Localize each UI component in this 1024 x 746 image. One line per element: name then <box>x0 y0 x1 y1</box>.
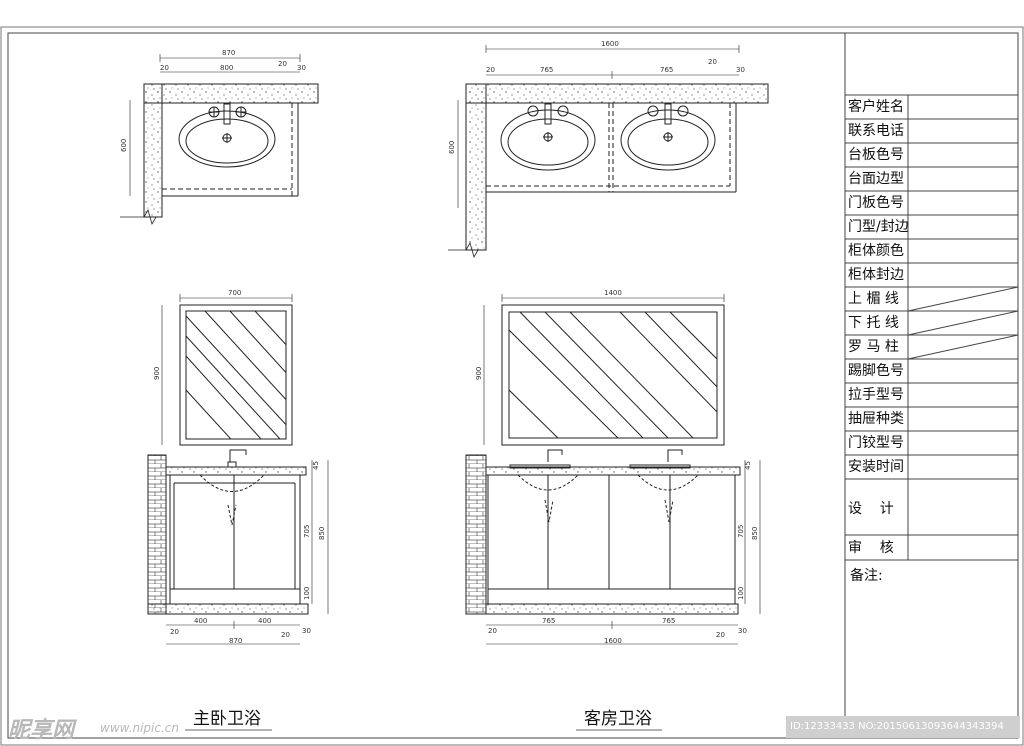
guest-elev-total: 850 <box>751 527 759 540</box>
master-elev-base: 100 <box>303 587 311 600</box>
master-elevation <box>147 449 329 645</box>
watermark-logo: 昵享网 <box>8 718 75 743</box>
master-elev-top: 45 <box>312 461 320 470</box>
master-elev-half-a: 400 <box>194 617 207 625</box>
master-elev-total-w: 870 <box>229 637 242 645</box>
row-countertop-color: 台板色号 <box>848 147 904 163</box>
master-plan-right-b: 30 <box>297 64 306 72</box>
master-mirror <box>161 294 293 446</box>
guest-elev-right-b: 30 <box>738 627 747 635</box>
master-elev-left: 20 <box>170 628 179 636</box>
row-door-type: 门型/封边 <box>848 219 909 235</box>
row-cabinet-color: 柜体颜色 <box>848 243 904 259</box>
guest-plan-inner-a: 765 <box>540 66 553 74</box>
notes-label: 备注: <box>850 568 883 584</box>
guest-plan-depth: 600 <box>448 141 456 154</box>
guest-elev-base: 100 <box>737 587 745 600</box>
guest-elevation <box>465 449 761 645</box>
row-roman-column: 罗 马 柱 <box>848 339 899 355</box>
dimension-labels: 870 800 20 20 30 600 1600 765 765 20 20 … <box>120 40 759 645</box>
master-elev-total: 850 <box>318 527 326 540</box>
master-plan-left: 20 <box>160 64 169 72</box>
guest-mirror-width: 1400 <box>604 289 622 297</box>
master-elev-right-a: 20 <box>281 631 290 639</box>
guest-elev-half-b: 765 <box>662 617 675 625</box>
master-mirror-height: 900 <box>153 367 161 380</box>
guest-elev-right-a: 20 <box>716 631 725 639</box>
row-customer-name: 客户姓名 <box>848 99 904 115</box>
guest-plan-right-a: 20 <box>708 58 717 66</box>
row-door-color: 门板色号 <box>848 195 904 211</box>
guest-elev-top: 45 <box>744 461 752 470</box>
master-plan-total: 870 <box>222 49 235 57</box>
master-plan-view <box>120 54 319 226</box>
row-top-molding: 上 楣 线 <box>848 291 899 307</box>
row-hinge-model: 门铰型号 <box>848 435 904 451</box>
row-bottom-molding: 下 托 线 <box>848 315 899 331</box>
master-plan-inner: 800 <box>220 64 233 72</box>
master-bath-title: 主卧卫浴 <box>193 709 261 729</box>
master-mirror-width: 700 <box>228 289 241 297</box>
row-edge-type: 台面边型 <box>848 171 904 187</box>
guest-plan-right-b: 30 <box>736 66 745 74</box>
master-elev-half-b: 400 <box>258 617 271 625</box>
row-handle-model: 拉手型号 <box>848 387 904 403</box>
row-kickboard-color: 踢脚色号 <box>848 363 904 379</box>
guest-plan-inner-b: 765 <box>660 66 673 74</box>
guest-plan-left: 20 <box>486 66 495 74</box>
master-plan-depth: 600 <box>120 139 128 152</box>
guest-elev-left: 20 <box>488 627 497 635</box>
row-drawer-type: 抽屉种类 <box>848 411 904 427</box>
guest-mirror <box>483 294 725 446</box>
master-elev-body: 705 <box>303 525 311 538</box>
outer-frame <box>0 26 1024 746</box>
master-plan-right-a: 20 <box>278 60 287 68</box>
row-design: 设 计 <box>848 501 894 517</box>
watermark-id: ID:12333433 NO:20150613093644343394 <box>786 716 1020 738</box>
master-elev-right-b: 30 <box>302 627 311 635</box>
guest-elev-total-w: 1600 <box>604 637 622 645</box>
row-phone: 联系电话 <box>848 123 904 139</box>
guest-elev-half-a: 765 <box>542 617 555 625</box>
row-review: 审 核 <box>848 540 894 556</box>
row-cabinet-edge: 柜体封边 <box>848 267 904 283</box>
watermark-url: www.nipic.cn <box>100 721 179 735</box>
guest-elev-body: 705 <box>737 525 745 538</box>
guest-plan-view <box>448 45 769 259</box>
inner-frame <box>7 32 1019 739</box>
guest-bath-title: 客房卫浴 <box>584 709 652 729</box>
title-block-grid <box>844 33 1019 738</box>
guest-mirror-height: 900 <box>475 367 483 380</box>
guest-plan-total: 1600 <box>601 40 619 48</box>
row-install-time: 安装时间 <box>848 459 904 475</box>
